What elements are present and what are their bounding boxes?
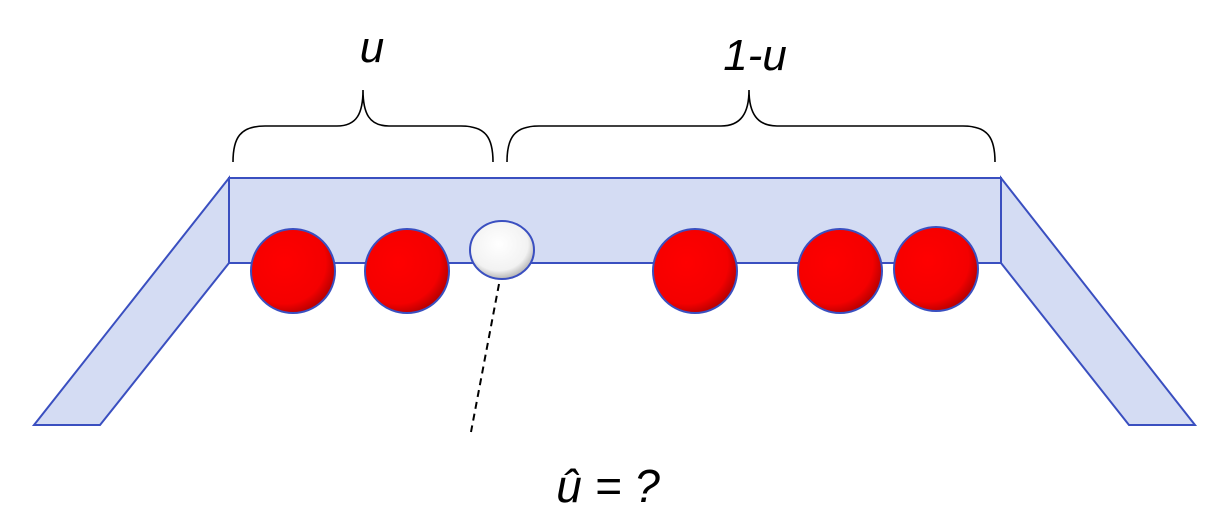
track-top-section (228, 177, 1002, 264)
red-ball (893, 226, 979, 312)
track-left-ramp (31, 175, 230, 426)
brace-left (232, 89, 494, 163)
label-one-minus-u: 1-u (723, 31, 787, 80)
question-label: û = ? (556, 460, 660, 512)
label-u: u (360, 23, 384, 72)
balls (250, 220, 979, 314)
red-ball (797, 228, 883, 314)
track (31, 175, 1198, 426)
red-ball (364, 228, 450, 314)
red-ball (652, 228, 738, 314)
white-ball-unknown (469, 220, 535, 280)
brace-right (506, 89, 996, 163)
red-ball (250, 228, 336, 314)
pointer-dashed-line (470, 283, 500, 433)
track-right-ramp (1000, 175, 1198, 426)
